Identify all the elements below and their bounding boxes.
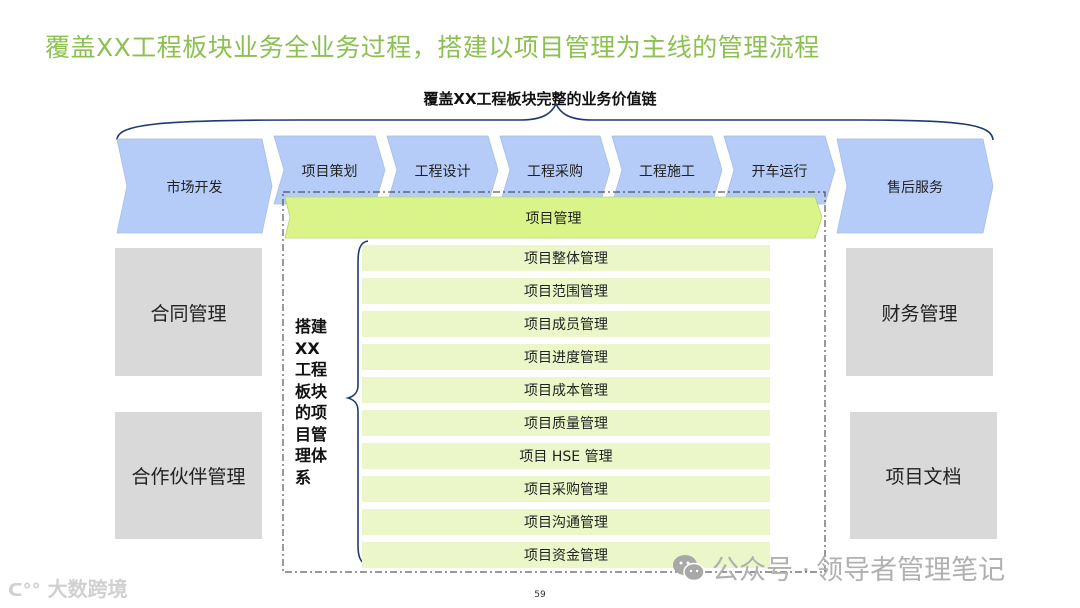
label-market-development: 市场开发: [166, 180, 223, 196]
chevron-stage-5: [723, 135, 836, 205]
pm-sub-item: 项目整体管理: [362, 245, 770, 271]
value-chain-title: 覆盖XX工程板块完整的业务价值链: [423, 90, 657, 108]
label-stage-4: 工程施工: [639, 164, 695, 180]
watermark-left-text: 大数跨境: [47, 577, 128, 601]
box-finance-management: 财务管理: [846, 248, 993, 376]
watermark-left: ᑕ°° 大数跨境: [8, 573, 128, 602]
slide-title: 覆盖XX工程板块业务全业务过程，搭建以项目管理为主线的管理流程: [45, 33, 820, 62]
pm-sub-item: 项目成员管理: [362, 311, 770, 337]
pm-system-frame: [282, 191, 826, 573]
pm-system-brace: [345, 240, 369, 565]
pm-sub-item: 项目进度管理: [362, 344, 770, 370]
watermark-right: 公众号 · 领导者管理笔记: [672, 548, 1005, 587]
watermark-right-prefix: 公众号 ·: [712, 555, 811, 586]
pm-sub-item: 项目资金管理: [362, 542, 770, 568]
box-project-documents: 项目文档: [850, 412, 997, 539]
pm-system-label: 搭建XX工程板块的项目管理体系: [295, 317, 328, 487]
pm-sub-item: 项目成本管理: [362, 377, 770, 403]
pm-sub-item: 项目采购管理: [362, 476, 770, 502]
pm-sub-item: 项目质量管理: [362, 410, 770, 436]
value-chain-brace: [116, 102, 994, 141]
chevron-market-development: [116, 138, 273, 234]
label-stage-2: 工程设计: [414, 164, 471, 180]
label-after-sales: 售后服务: [887, 180, 943, 196]
box-contract-management: 合同管理: [115, 248, 262, 376]
pm-sub-item: 项目 HSE 管理: [362, 443, 770, 469]
label-stage-5: 开车运行: [751, 164, 808, 180]
label-stage-3: 工程采购: [527, 164, 583, 180]
chevron-after-sales: [836, 138, 994, 234]
pm-bar-shape: [284, 196, 823, 239]
label-stage-1: 项目策划: [301, 164, 358, 180]
watermark-right-name: 领导者管理笔记: [816, 555, 1006, 586]
pm-bar-label: 项目管理: [525, 211, 582, 227]
watermark-logo-icon: ᑕ°°: [8, 580, 41, 601]
box-partner-management: 合作伙伴管理: [115, 412, 262, 539]
pm-sub-item: 项目范围管理: [362, 278, 770, 304]
page-number: 59: [534, 590, 546, 600]
wechat-icon: [673, 554, 705, 581]
pm-sub-item: 项目沟通管理: [362, 509, 770, 535]
